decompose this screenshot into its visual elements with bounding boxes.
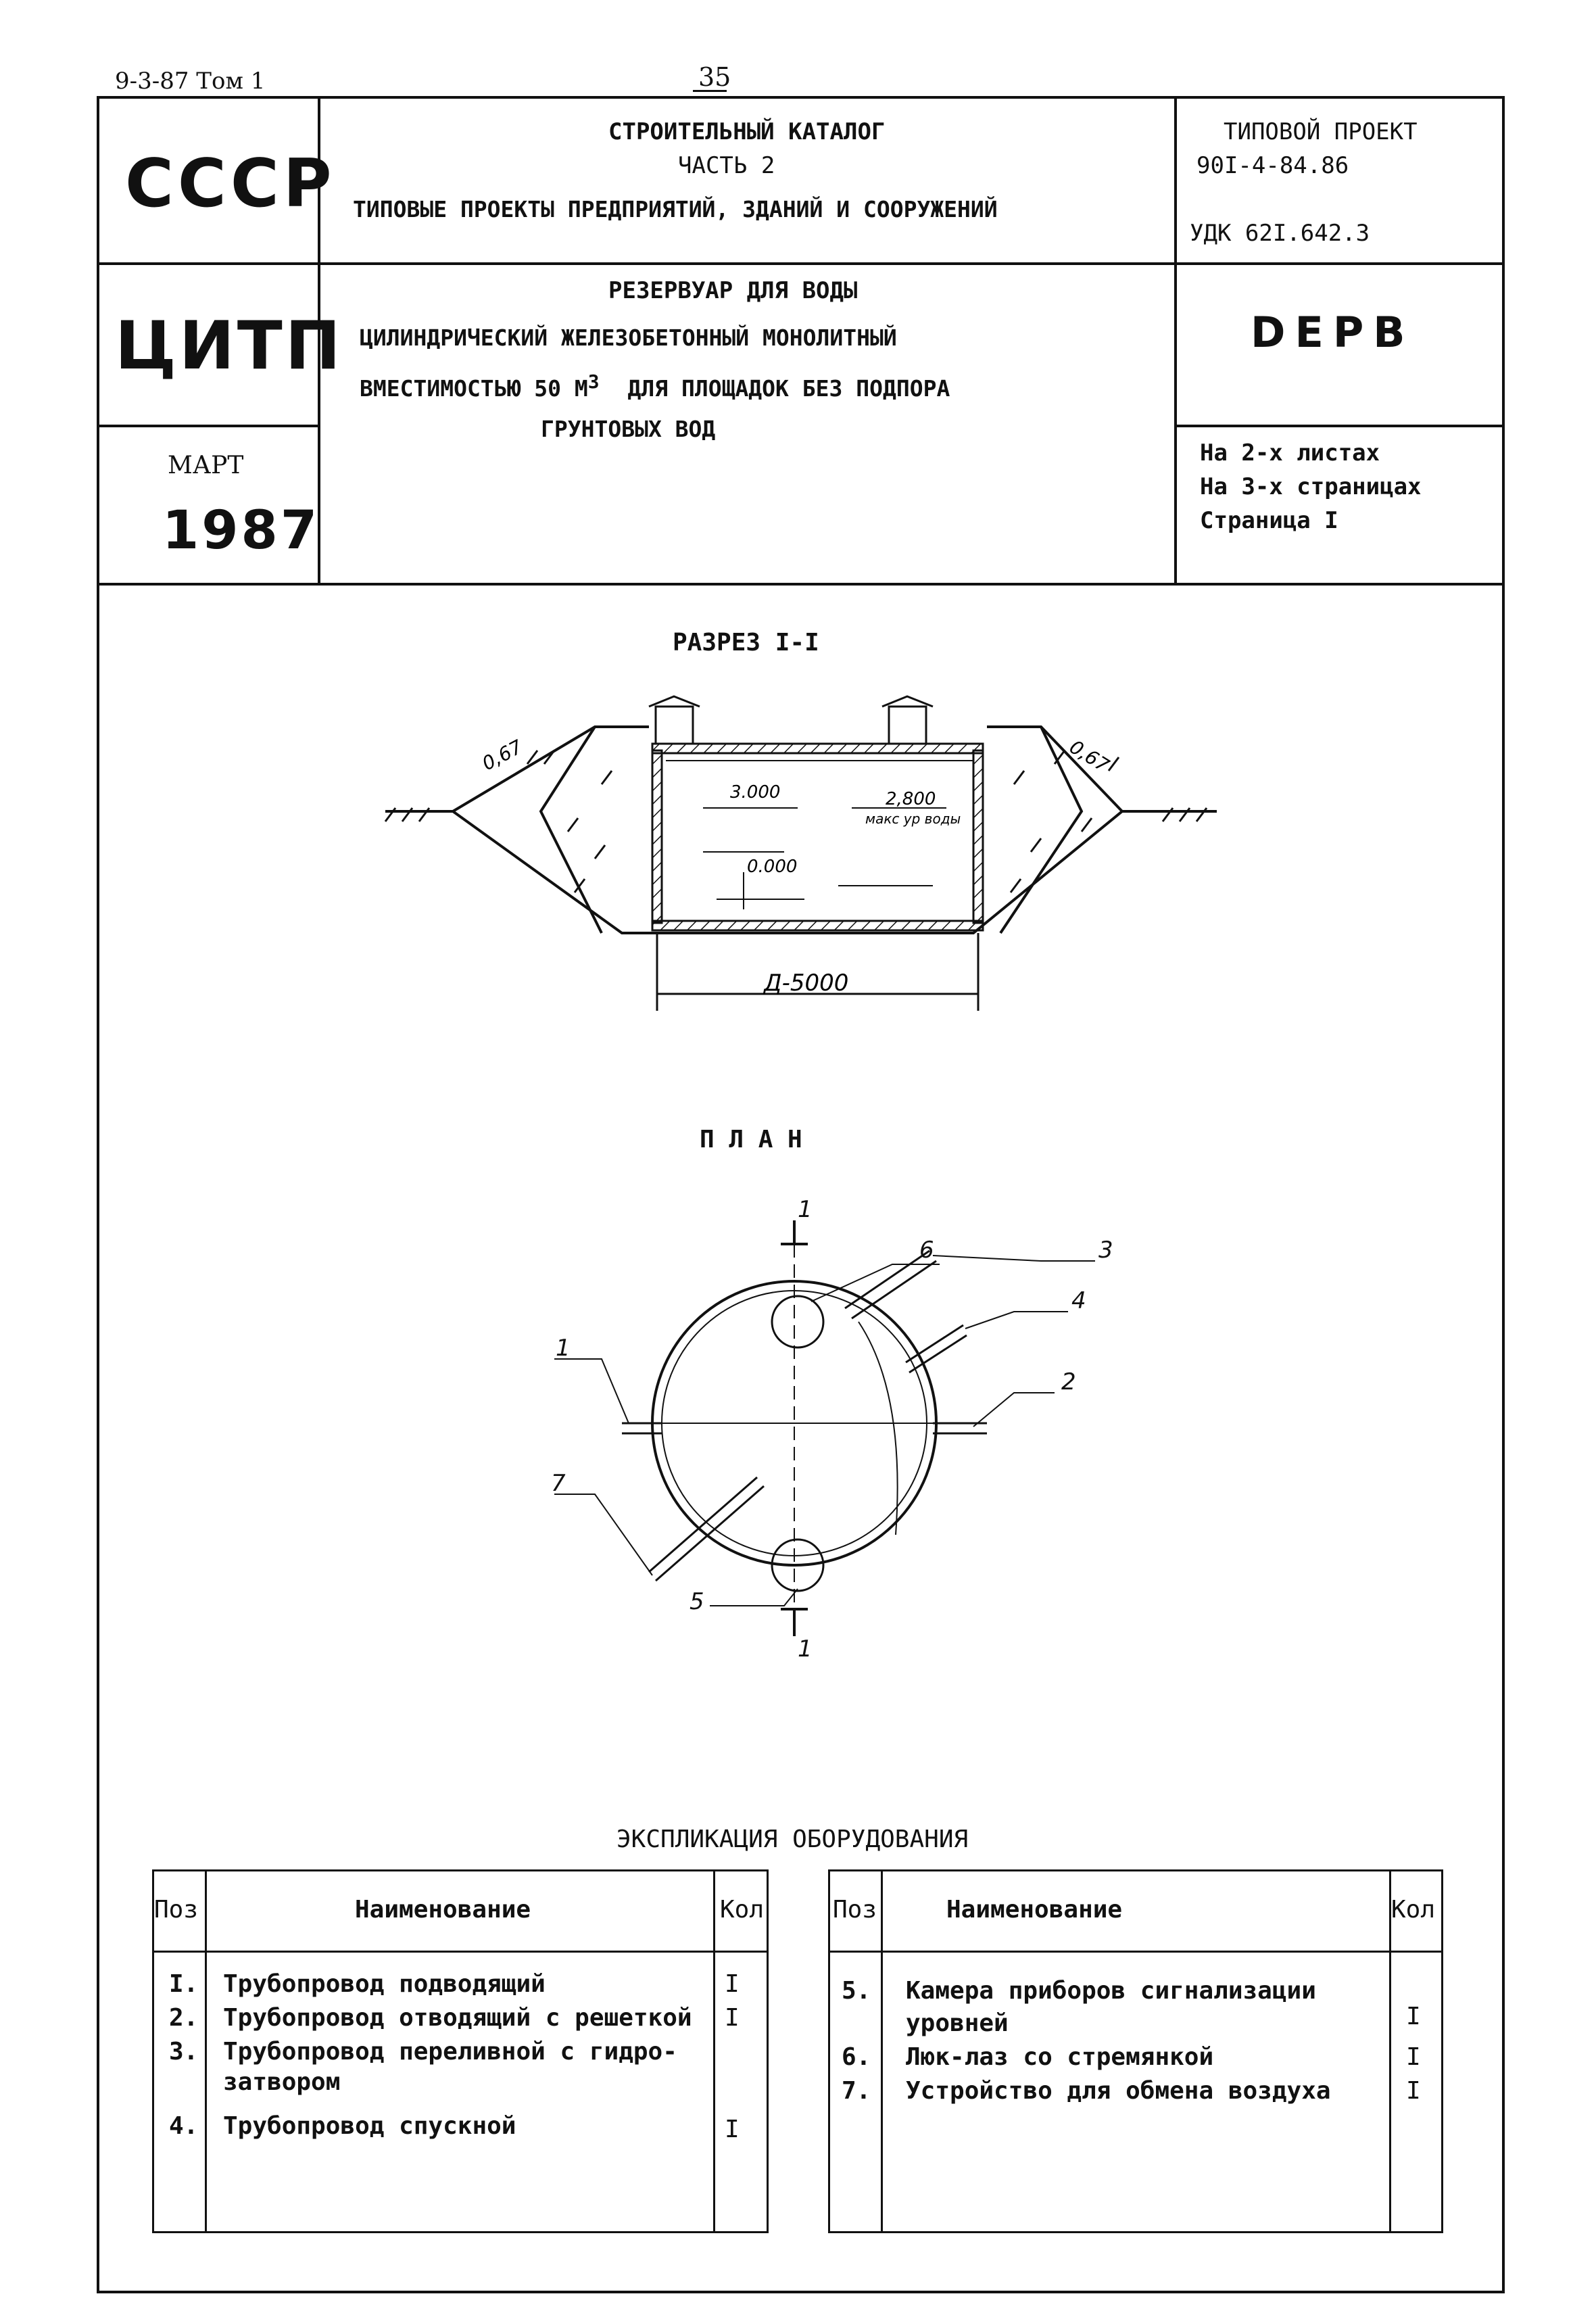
right-header-qty: Кол bbox=[1391, 1896, 1436, 1924]
catalog-part: ЧАСТЬ 2 bbox=[678, 152, 775, 179]
tank-plan bbox=[635, 1224, 960, 1629]
cut-mark-bottom: 1 bbox=[798, 1636, 813, 1663]
section-title: РАЗРЕЗ I-I bbox=[673, 629, 819, 657]
row-name: Устройство для обмена воздуха bbox=[906, 2077, 1331, 2105]
row-qty: I bbox=[1406, 2003, 1421, 2030]
callout-6: 6 bbox=[919, 1237, 934, 1264]
right-header-pos: Поз bbox=[833, 1896, 877, 1924]
ground-hatching bbox=[384, 750, 1208, 893]
object-line-3-rest: ДЛЯ ПЛОЩАДОК БЕЗ ПОДПОРА bbox=[627, 375, 950, 402]
project-code: 90I-4-84.86 bbox=[1196, 152, 1349, 179]
level-bottom: 0.000 bbox=[747, 857, 797, 877]
row-pos: 6. bbox=[842, 2043, 871, 2071]
left-header-name: Наименование bbox=[355, 1896, 531, 1924]
water-lines bbox=[666, 760, 973, 909]
row-pos: 7. bbox=[842, 2077, 871, 2105]
explication-title: ЭКСПЛИКАЦИЯ ОБОРУДОВАНИЯ bbox=[616, 1825, 969, 1853]
callout-5: 5 bbox=[690, 1588, 704, 1615]
catalog-title: СТРОИТЕЛЬНЫЙ КАТАЛОГ bbox=[608, 118, 886, 145]
row-name: Трубопровод переливной с гидро- bbox=[223, 2038, 677, 2066]
object-line-2: ЦИЛИНДРИЧЕСКИЙ ЖЕЛЕЗОБЕТОННЫЙ МОНОЛИТНЫЙ bbox=[360, 325, 897, 351]
right-header-name: Наименование bbox=[946, 1896, 1123, 1924]
callout-1: 1 bbox=[556, 1335, 571, 1362]
row-qty: I bbox=[1406, 2077, 1421, 2105]
pages-count: На 3-х страницах bbox=[1200, 473, 1422, 500]
section-drawing: 0,67 0,67 3.000 2,800 макс ур воды 0.000… bbox=[384, 695, 1217, 1011]
row-pos: I. bbox=[169, 1970, 199, 1998]
stamp-month: МАРТ bbox=[168, 452, 244, 479]
row-qty: I bbox=[725, 2116, 740, 2143]
level-water-note: макс ур воды bbox=[865, 811, 961, 827]
level-water: 2,800 bbox=[886, 789, 936, 809]
row-pos: 5. bbox=[842, 1977, 871, 2005]
row-qty: I bbox=[725, 1970, 740, 1998]
row-pos: 3. bbox=[169, 2038, 199, 2066]
slope-left: 0,67 bbox=[479, 736, 527, 775]
row-name: затвором bbox=[223, 2068, 341, 2096]
left-header-pos: Поз bbox=[154, 1896, 199, 1924]
series-label: 9-3-87 Том 1 bbox=[115, 68, 266, 95]
slope-right: 0,67 bbox=[1065, 736, 1113, 777]
catalog-subtitle: ТИПОВЫЕ ПРОЕКТЫ ПРЕДПРИЯТИЙ, ЗДАНИЙ И СО… bbox=[353, 196, 998, 222]
sheets-count: На 2-х листах bbox=[1200, 439, 1380, 467]
page-of: Страница I bbox=[1200, 507, 1338, 534]
diameter-label: Д-5000 bbox=[763, 970, 848, 997]
object-line-4: ГРУНТОВЫХ ВОД bbox=[541, 416, 716, 442]
project-label: ТИПОВОЙ ПРОЕКТ bbox=[1224, 118, 1418, 145]
callout-3: 3 bbox=[1098, 1237, 1113, 1264]
row-qty: I bbox=[725, 2004, 740, 2032]
page-number: 35 bbox=[698, 62, 731, 92]
row-pos: 2. bbox=[169, 2004, 199, 2032]
left-header-qty: Кол bbox=[720, 1896, 765, 1924]
cut-mark-top: 1 bbox=[798, 1196, 813, 1223]
stamp-year: 1987 bbox=[162, 500, 320, 561]
callout-7: 7 bbox=[551, 1470, 566, 1497]
object-line-3-text: ВМЕСТИМОСТЬЮ 50 М bbox=[360, 375, 588, 402]
row-name: Трубопровод подводящий bbox=[223, 1970, 546, 1998]
object-line-3: ВМЕСТИМОСТЬЮ 50 М3 ДЛЯ ПЛОЩАДОК БЕЗ ПОДП… bbox=[360, 371, 950, 402]
stamp-org: ЦИТП bbox=[115, 308, 343, 385]
udk-code: УДК 62I.642.3 bbox=[1190, 220, 1370, 247]
row-qty: I bbox=[1406, 2043, 1421, 2071]
document-code: DEPB bbox=[1251, 308, 1415, 357]
callout-4: 4 bbox=[1071, 1287, 1086, 1314]
hatches-on-roof bbox=[648, 695, 934, 745]
row-name: Камера приборов сигнализации bbox=[906, 1977, 1316, 2005]
stamp-country: СССР bbox=[125, 145, 336, 222]
object-line-3-sup: 3 bbox=[587, 371, 600, 393]
plan-title: П Л А Н bbox=[700, 1126, 802, 1153]
row-name: Трубопровод отводящий с решеткой bbox=[223, 2004, 692, 2032]
plan-equipment bbox=[622, 1220, 987, 1636]
plan-drawing: 1 1 1 2 3 4 5 6 7 bbox=[551, 1196, 1113, 1663]
level-top: 3.000 bbox=[730, 782, 780, 803]
leader-lines bbox=[554, 1255, 1095, 1606]
dimension-line bbox=[656, 933, 980, 1011]
row-name: уровней bbox=[906, 2009, 1009, 2037]
row-pos: 4. bbox=[169, 2112, 199, 2140]
object-line-1: РЕЗЕРВУАР ДЛЯ ВОДЫ bbox=[608, 277, 858, 304]
callout-2: 2 bbox=[1061, 1368, 1076, 1395]
tank-walls bbox=[651, 742, 984, 932]
row-name: Люк-лаз со стремянкой bbox=[906, 2043, 1214, 2071]
row-name: Трубопровод спускной bbox=[223, 2112, 516, 2140]
page-number-underline bbox=[693, 90, 727, 92]
